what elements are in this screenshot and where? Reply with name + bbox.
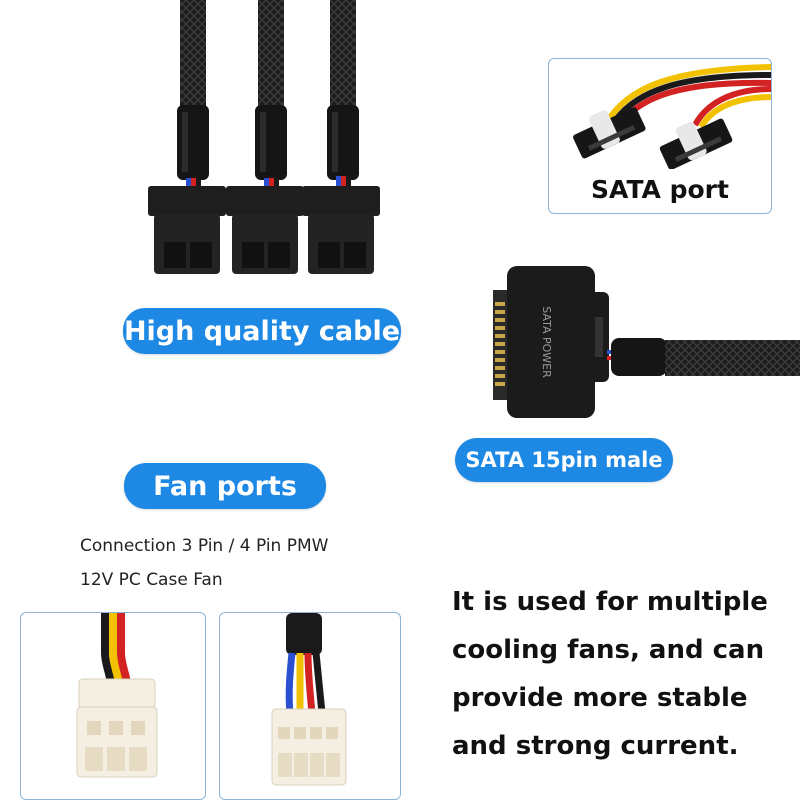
usage-line-1: It is used for multiple (452, 587, 768, 617)
fan-ports-label: Fan ports (124, 463, 326, 509)
fan-cable-1 (148, 0, 226, 274)
fan-cable-connectors-image (148, 0, 380, 274)
four-pin-connector-image (271, 613, 347, 786)
sata-port-label: SATA port (591, 175, 729, 204)
usage-line-2: cooling fans, and can (452, 635, 765, 665)
sata-15pin-male-connector-image: SATA POWER (493, 266, 800, 418)
fan-cable-2 (226, 0, 304, 274)
sata-power-print: SATA POWER (540, 306, 553, 378)
usage-line-4: and strong current. (452, 731, 739, 761)
three-pin-connector-image (76, 613, 158, 778)
three-pin-connector-frame (20, 612, 206, 800)
sata-15pin-male-label: SATA 15pin male (455, 438, 673, 482)
fan-type-description: 12V PC Case Fan (80, 570, 223, 590)
sata-port-connectors-image (573, 64, 771, 169)
high-quality-cable-label: High quality cable (123, 308, 401, 354)
fan-cable-3 (302, 0, 380, 274)
connection-description: Connection 3 Pin / 4 Pin PMW (80, 536, 329, 556)
usage-description: It is used for multiple cooling fans, an… (452, 578, 792, 770)
sata-port-frame: SATA port (548, 58, 772, 214)
four-pin-connector-frame (219, 612, 401, 800)
usage-line-3: provide more stable (452, 683, 748, 713)
